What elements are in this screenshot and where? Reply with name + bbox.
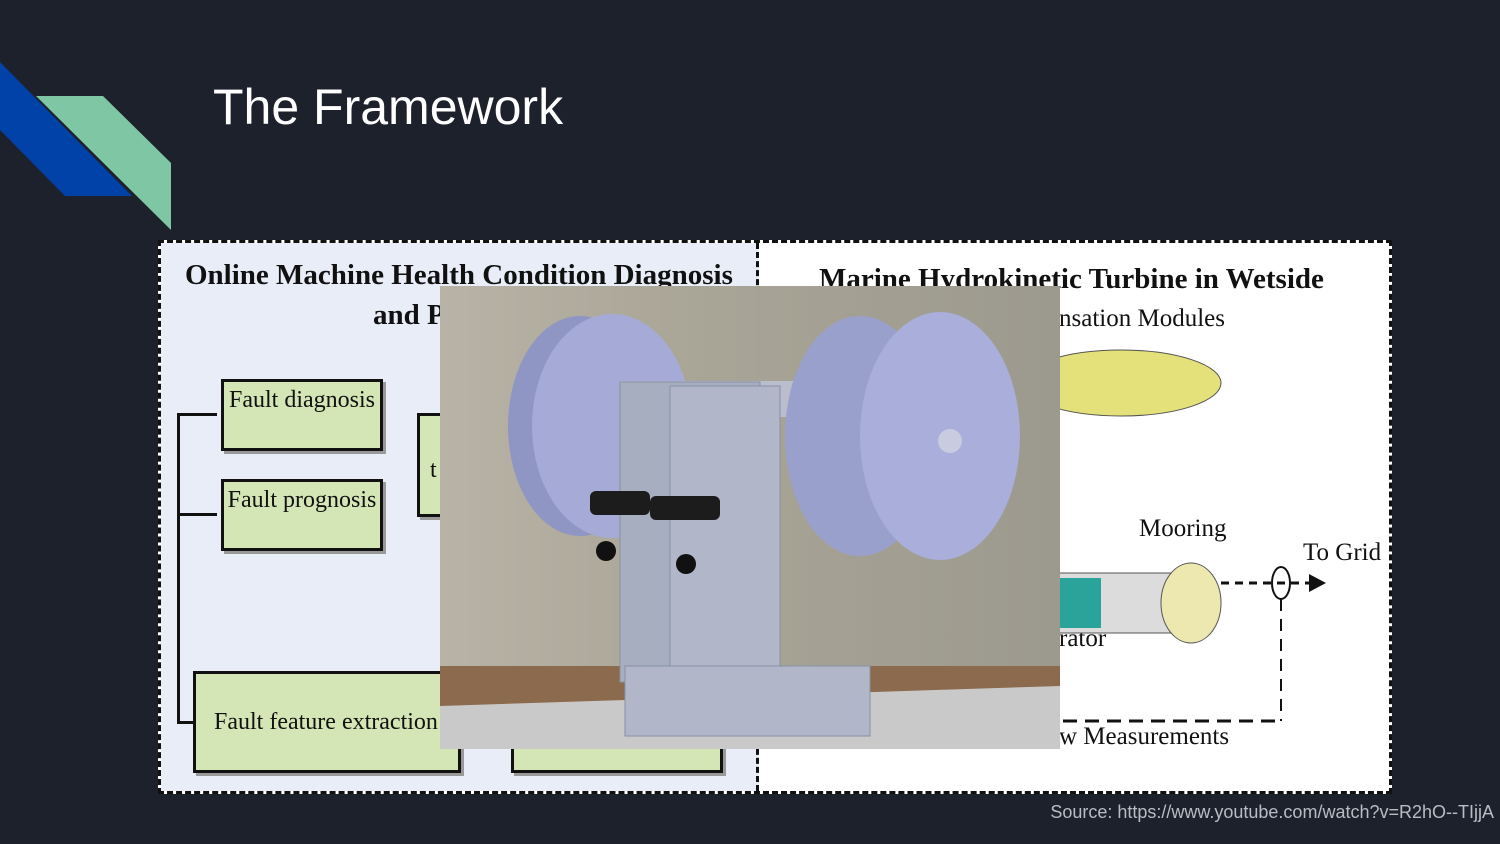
test-rig-illustration: [440, 312, 1060, 749]
fault-diagnosis-box: Fault diagnosis: [221, 379, 383, 451]
video-frame-test-rig: [440, 286, 1060, 749]
fault-feature-extraction-box: Fault feature extraction: [193, 671, 461, 773]
slide-title: The Framework: [213, 79, 564, 135]
connector-line: [177, 513, 217, 516]
mooring-label: Mooring: [1139, 515, 1227, 542]
measurements-label: w Measurements: [1059, 723, 1230, 750]
turbine-drawing: [1041, 349, 1326, 723]
panel-title-2: and P: [373, 299, 445, 331]
modules-label: nsation Modules: [1059, 305, 1225, 332]
source-citation: Source: https://www.youtube.com/watch?v=…: [1050, 802, 1494, 822]
to-grid-label: To Grid: [1303, 539, 1382, 566]
fault-prognosis-box: Fault prognosis: [221, 479, 383, 551]
connector-line: [177, 721, 193, 724]
panel-title: Online Machine Health Condition Diagnosi…: [185, 259, 733, 291]
connector-line: [177, 413, 180, 723]
corner-decoration: [0, 62, 171, 230]
connector-line: [177, 413, 217, 416]
